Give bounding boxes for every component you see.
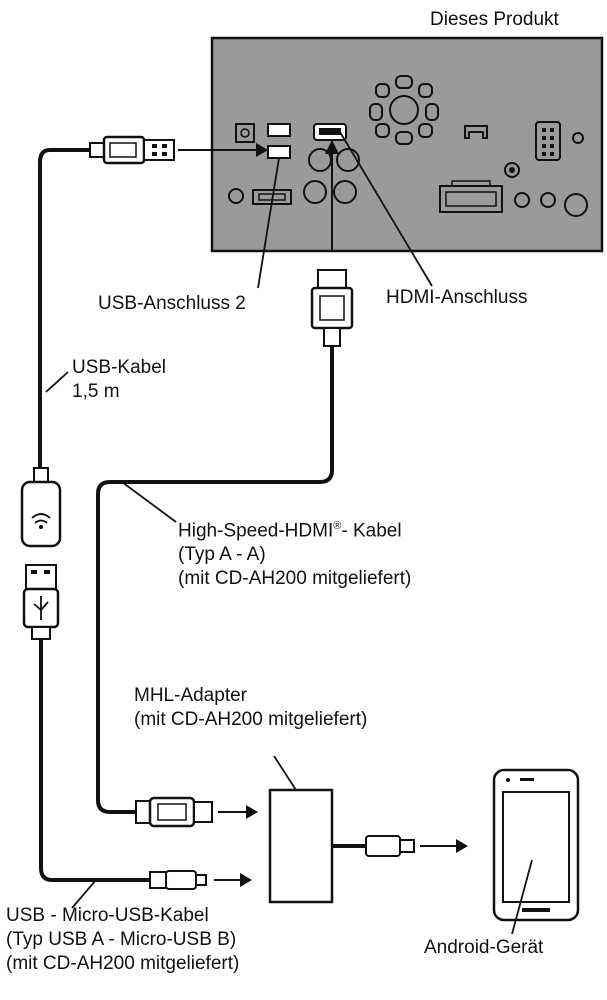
product-rear-panel bbox=[210, 36, 604, 253]
usb-cable bbox=[38, 135, 268, 470]
usb-cable-label: USB-Kabel 1,5 m bbox=[72, 357, 166, 402]
usb-port-2 bbox=[267, 145, 291, 159]
mhl-adapter bbox=[268, 788, 468, 904]
leader-lines bbox=[45, 131, 533, 935]
android-device bbox=[492, 768, 580, 922]
hdmi-cable-label: High-Speed-HDMI®- Kabel (Typ A - A) (mit… bbox=[178, 520, 412, 590]
usb-adapter bbox=[20, 467, 62, 640]
product-label: Dieses Produkt bbox=[430, 9, 559, 30]
usb-port-1 bbox=[267, 123, 291, 137]
hdmi-cable bbox=[96, 140, 354, 828]
micro-usb-cable bbox=[39, 639, 252, 890]
micro-usb-cable-label: USB - Micro-USB-Kabel (Typ USB A - Micro… bbox=[6, 905, 240, 974]
android-label: Android-Gerät bbox=[424, 937, 544, 958]
mhl-adapter-label: MHL-Adapter (mit CD-AH200 mitgeliefert) bbox=[134, 685, 368, 730]
small-square-port bbox=[235, 123, 255, 143]
usb-port-label: USB-Anschluss 2 bbox=[98, 293, 246, 314]
fan-vent bbox=[369, 75, 439, 145]
hdmi-port-label: HDMI-Anschluss bbox=[386, 287, 528, 308]
